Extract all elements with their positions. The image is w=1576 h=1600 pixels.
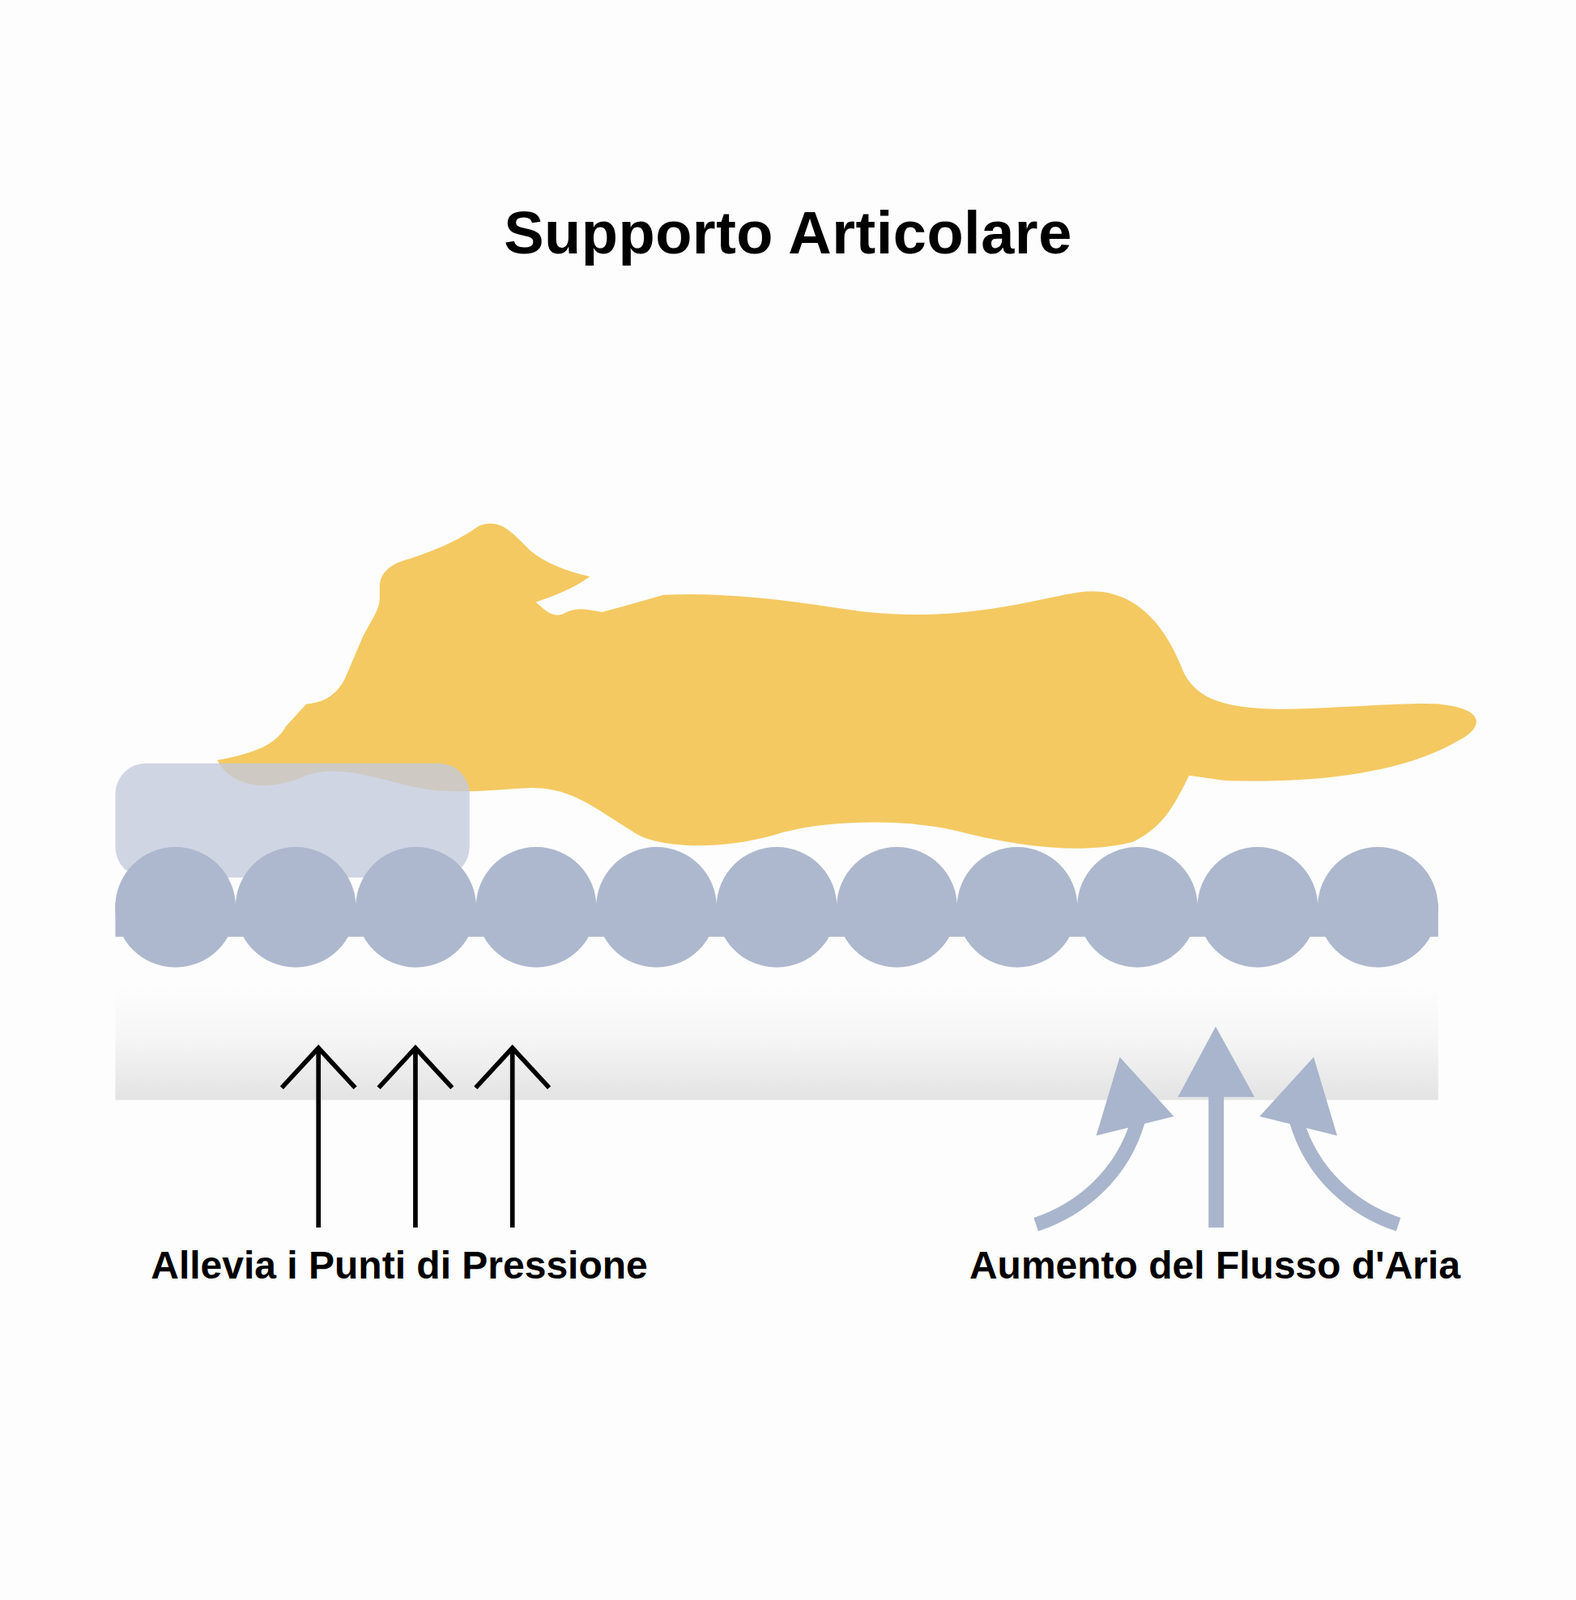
airflow-arrows (1035, 1026, 1398, 1228)
floor-band (115, 984, 1438, 1100)
egg-crate-mattress (115, 847, 1439, 968)
mattress-bump (596, 847, 717, 968)
diagram-title: Supporto Articolare (503, 198, 1073, 268)
mattress-bump (115, 847, 236, 968)
mattress-bump (1317, 847, 1439, 968)
mattress-bump (355, 847, 477, 968)
mattress-bump (1197, 847, 1319, 968)
feature-label: Aumento del Flusso d'Aria (969, 1243, 1461, 1288)
mattress-bump (1077, 847, 1198, 968)
mattress-bump (235, 847, 357, 968)
pressure-arrows (281, 1047, 550, 1228)
feature-label: Allevia i Punti di Pressione (150, 1243, 648, 1288)
mattress-bump (957, 847, 1078, 968)
mattress-bump (716, 847, 838, 968)
mattress-bump (476, 847, 597, 968)
mattress-bump (836, 847, 958, 968)
